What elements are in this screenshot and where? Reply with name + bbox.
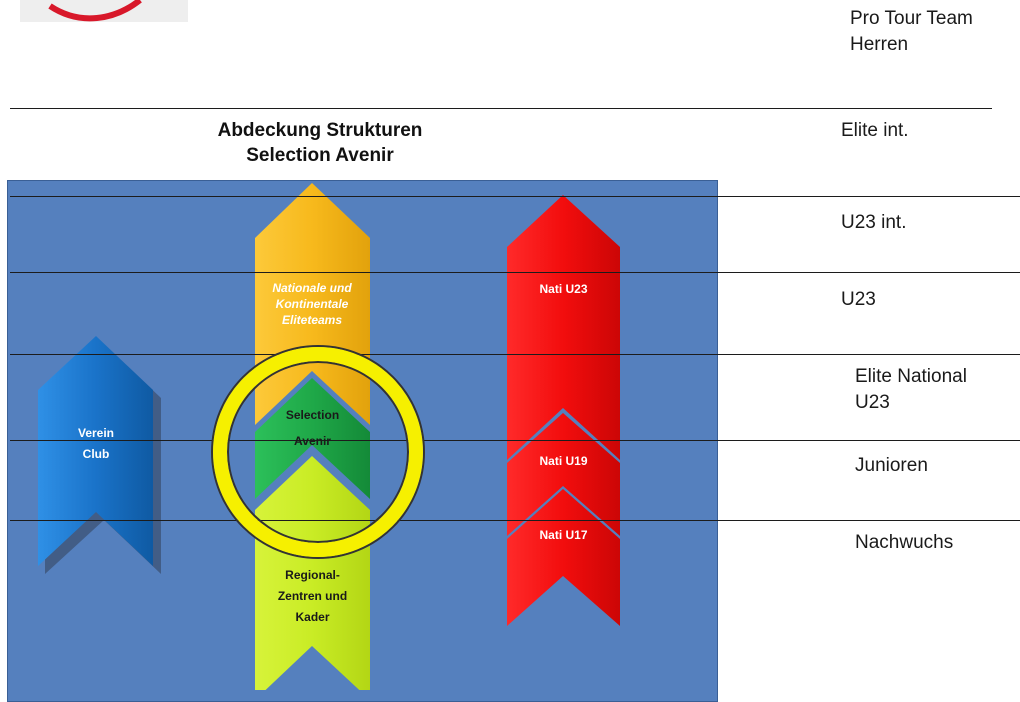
logo-swoosh-icon xyxy=(48,0,142,22)
nati-u17-arrow xyxy=(507,489,620,626)
regional-label: Regional- Zentren und Kader xyxy=(255,565,370,628)
verein-label: Verein Club xyxy=(40,423,152,465)
diagram-title-line: Selection Avenir xyxy=(246,145,394,166)
nati-u17-label: Nati U17 xyxy=(539,528,588,542)
level-line-elite-national xyxy=(10,354,1020,355)
level-line-nachwuchs xyxy=(10,520,1020,521)
nati-u19-label: Nati U19 xyxy=(539,454,588,468)
level-label-elite-national: Elite National U23 xyxy=(855,364,967,416)
arrow-label-line: Kontinentale xyxy=(275,297,349,311)
arrow-label-line: Kader xyxy=(295,610,330,624)
arrow-label-line: Selection xyxy=(285,408,340,422)
diagram-title-line: Abdeckung Strukturen xyxy=(217,120,423,141)
level-line-u23 xyxy=(10,272,1020,273)
arrow-label-line: Eliteteams xyxy=(281,313,343,327)
level-line-u23-int xyxy=(10,196,1020,197)
arrow-label-line: Regional- xyxy=(285,568,340,582)
level-label-u23: U23 xyxy=(841,289,876,310)
arrow-label-line: Verein xyxy=(77,426,115,440)
level-line-elite-int xyxy=(10,108,992,109)
level-line-junioren xyxy=(10,440,1020,441)
level-label-line: U23 xyxy=(855,392,890,413)
selection-label: Selection Avenir xyxy=(255,402,370,454)
nati-u23-arrow xyxy=(507,195,620,460)
arrow-label-line: Nationale und xyxy=(272,281,352,295)
level-label-nachwuchs: Nachwuchs xyxy=(855,532,954,553)
arrow-label-line: Avenir xyxy=(294,434,331,448)
national-label: Nationale und Kontinentale Eliteteams xyxy=(248,280,376,328)
nati-u23-label: Nati U23 xyxy=(539,282,588,296)
level-label-junioren: Junioren xyxy=(855,455,928,476)
arrow-label-line: Club xyxy=(82,447,110,461)
diagram-title: Abdeckung Strukturen Selection Avenir xyxy=(150,118,490,168)
level-label-pro-tour: Pro Tour Team Herren xyxy=(850,6,973,58)
arrow-label-line: Zentren und xyxy=(277,589,348,603)
level-label-line: Herren xyxy=(850,34,909,55)
level-label-line: Elite National xyxy=(855,366,967,387)
level-label-elite-int: Elite int. xyxy=(841,120,909,141)
level-label-u23-int: U23 int. xyxy=(841,212,907,233)
level-label-line: Pro Tour Team xyxy=(850,8,973,29)
nati-u19-arrow xyxy=(507,413,620,536)
logo-background xyxy=(20,0,188,22)
verein-arrow xyxy=(38,336,153,566)
